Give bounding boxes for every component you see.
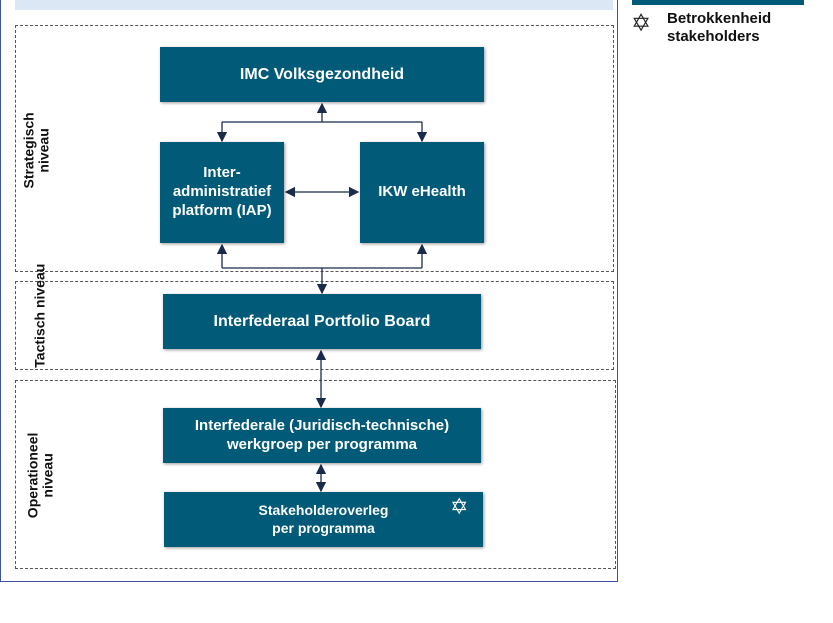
- strategic-zone: [15, 25, 614, 272]
- legend-label: Betrokkenheid stakeholders: [667, 10, 772, 45]
- star-outline-icon: ✡: [631, 10, 652, 37]
- header-bar: [15, 0, 613, 10]
- legend-box: [632, 0, 804, 5]
- box-portfolio-board: Interfederaal Portfolio Board: [163, 294, 481, 349]
- box-iap: Inter-administratief platform (IAP): [160, 142, 284, 243]
- box-werkgroep: Interfederale (Juridisch-technische) wer…: [163, 408, 481, 463]
- box-imc-volksgezondheid: IMC Volksgezondheid: [160, 47, 484, 102]
- box-ikw-ehealth: IKW eHealth: [360, 142, 484, 243]
- star-icon: ✡: [450, 494, 469, 519]
- box-stakeholderoverleg: Stakeholderoverleg per programma: [164, 492, 483, 547]
- diagram-frame: [0, 0, 618, 582]
- tactical-zone: [15, 281, 614, 370]
- operational-zone: [15, 380, 616, 569]
